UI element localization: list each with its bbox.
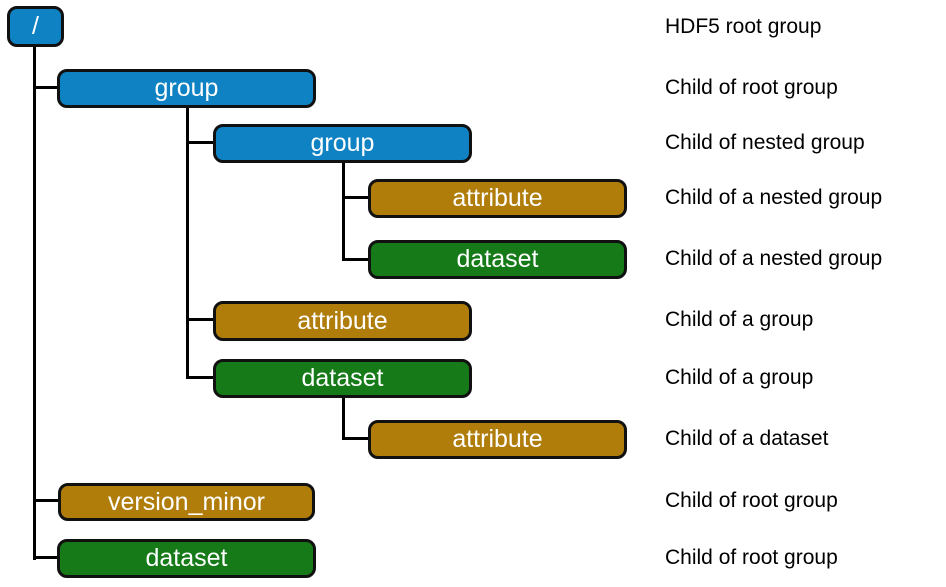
tree-node-label: attribute: [297, 306, 388, 335]
connector-group1-to-dataset: [186, 376, 213, 379]
connector-dataset-trunk: [342, 397, 345, 440]
annotation-dataset-of-group: Child of a group: [665, 366, 814, 389]
tree-node-dataset-of-root: dataset: [57, 539, 316, 578]
connector-group1-trunk: [186, 107, 189, 379]
annotation-attribute-nested: Child of a nested group: [665, 186, 883, 209]
tree-node-label: attribute: [452, 425, 543, 453]
connector-group1-to-attribute: [186, 318, 213, 321]
tree-node-group-level1: group: [57, 69, 316, 108]
tree-node-attribute-of-group: attribute: [213, 301, 472, 341]
connector-group2-to-attribute: [342, 196, 368, 199]
tree-node-version-minor: version_minor: [58, 483, 315, 521]
connector-root-trunk: [33, 46, 36, 560]
annotation-root: HDF5 root group: [665, 15, 822, 38]
annotation-attribute-of-dataset: Child of a dataset: [665, 427, 829, 450]
connector-group2-trunk: [342, 162, 345, 261]
connector-dataset-to-attribute: [342, 437, 368, 440]
annotation-version-minor: Child of root group: [665, 489, 838, 512]
tree-node-attribute-of-dataset: attribute: [368, 420, 627, 459]
tree-node-attribute-nested-group: attribute: [368, 179, 627, 218]
tree-node-label: group: [310, 129, 375, 157]
annotation-dataset-nested: Child of a nested group: [665, 247, 883, 270]
tree-node-label: dataset: [145, 544, 228, 572]
connector-root-to-version-minor: [33, 499, 58, 502]
tree-node-label: attribute: [452, 184, 543, 212]
connector-group2-to-dataset: [342, 258, 368, 261]
tree-node-label: /: [32, 12, 39, 40]
tree-node-label: group: [154, 74, 219, 102]
tree-node-dataset-nested-group: dataset: [368, 240, 627, 279]
annotation-group-level2: Child of nested group: [665, 131, 865, 154]
tree-node-label: version_minor: [107, 487, 265, 516]
annotation-attribute-of-group: Child of a group: [665, 308, 814, 331]
tree-node-dataset-of-group: dataset: [213, 359, 472, 398]
annotation-dataset-of-root: Child of root group: [665, 546, 838, 569]
connector-group1-to-group2: [186, 141, 213, 144]
tree-node-label: dataset: [301, 364, 384, 392]
annotation-group-level1: Child of root group: [665, 76, 838, 99]
tree-node-label: dataset: [456, 245, 539, 273]
connector-root-to-group: [33, 86, 57, 89]
tree-node-group-level2: group: [213, 124, 472, 163]
tree-node-root: /: [7, 6, 64, 47]
connector-root-to-dataset: [33, 556, 57, 559]
